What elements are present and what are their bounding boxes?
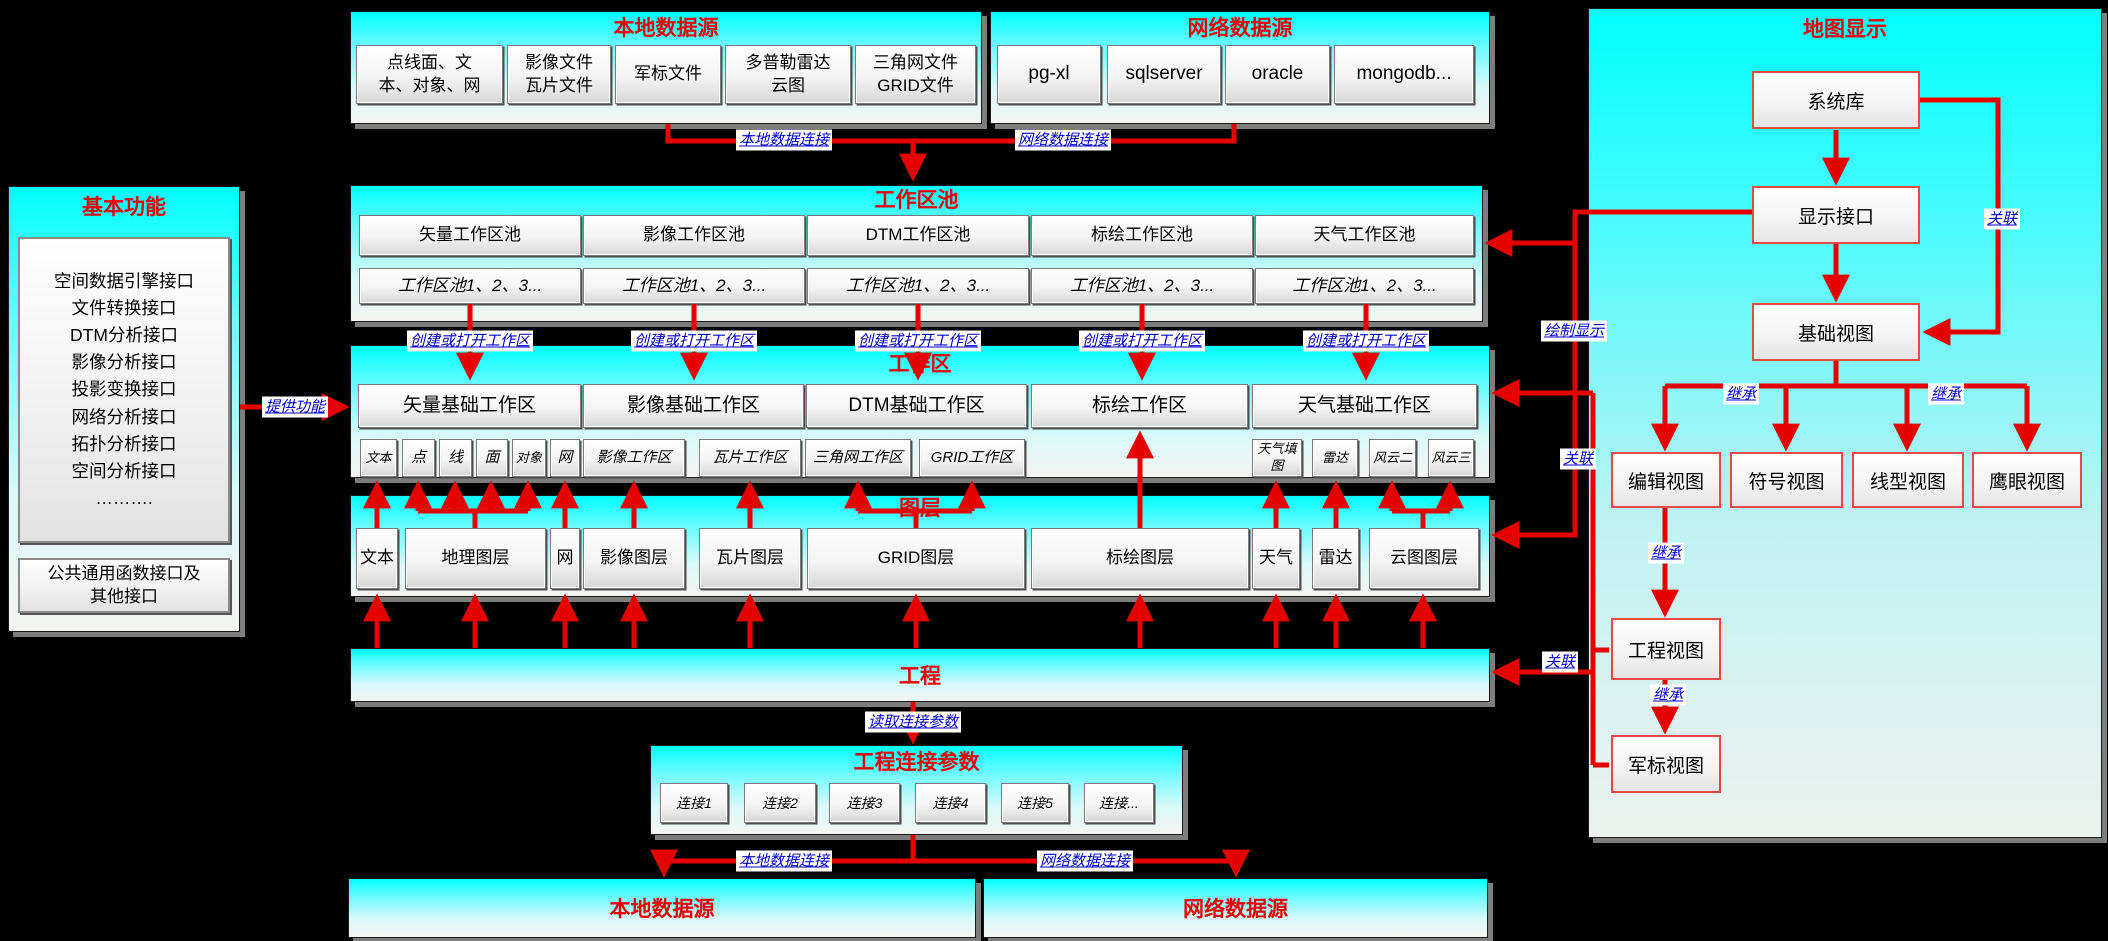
edge-label-association-mid: 关联 — [1559, 448, 1597, 470]
edge-label-network-connection-bottom: 网络数据连接 — [1036, 850, 1134, 872]
workspace-area: 天气基础工作区 — [1252, 384, 1477, 428]
map-node-system-library: 系统库 — [1752, 71, 1920, 129]
edge-label-read-params: 读取连接参数 — [864, 711, 962, 733]
pool-list-item: 工作区池1、2、3... — [583, 268, 805, 304]
local-source-item: 点线面、文 本、对象、网 — [356, 45, 503, 104]
map-node-symbol-view: 符号视图 — [1730, 452, 1843, 508]
workspace-sub-item: 三角网工作区 — [805, 439, 911, 477]
network-source-top-title: 网络数据源 — [1187, 17, 1293, 40]
edge-label-provide-function: 提供功能 — [261, 396, 329, 418]
edge-label-create-open: 创建或打开工作区 — [854, 330, 982, 352]
map-node-project-view: 工程视图 — [1611, 618, 1721, 680]
connection-item: 连接3 — [829, 783, 900, 823]
local-source-top-title: 本地数据源 — [613, 17, 719, 40]
workspace-sub-item: 影像工作区 — [583, 439, 685, 477]
pool-item: 标绘工作区池 — [1031, 215, 1253, 256]
edge-label-association-right: 关联 — [1983, 208, 2021, 230]
pool-item: 影像工作区池 — [583, 215, 805, 256]
connection-item: 连接... — [1084, 783, 1154, 823]
map-node-military-symbol-view: 军标视图 — [1611, 735, 1721, 793]
layer-item: 雷达 — [1312, 528, 1359, 589]
layer-item: GRID图层 — [807, 528, 1025, 589]
pool-list-item: 工作区池1、2、3... — [1255, 268, 1474, 304]
workspace-area: 标绘工作区 — [1031, 384, 1248, 428]
workspace-sub-item: 天气填图 — [1252, 439, 1302, 477]
pool-list-item: 工作区池1、2、3... — [1031, 268, 1253, 304]
panel-project: 工程 — [350, 648, 1490, 702]
workspace-title: 工作区 — [888, 353, 952, 376]
edge-label-create-open: 创建或打开工作区 — [406, 330, 534, 352]
workspace-sub-item: GRID工作区 — [919, 439, 1025, 477]
workspace-sub-item: 网 — [550, 439, 580, 477]
workspace-sub-item: 文本 — [360, 439, 397, 477]
panel-network-data-source-bottom: 网络数据源 — [983, 878, 1488, 938]
edge-label-inherit: 继承 — [1649, 684, 1687, 706]
workspace-area: 矢量基础工作区 — [358, 384, 581, 428]
edge-label-association-project: 关联 — [1541, 651, 1579, 673]
panel-map-display: 地图显示 — [1588, 8, 2102, 838]
edge-label-local-connection-top: 本地数据连接 — [735, 129, 833, 151]
edge-label-create-open: 创建或打开工作区 — [630, 330, 758, 352]
local-source-item: 多普勒雷达 云图 — [725, 45, 851, 104]
layer-item: 云图图层 — [1369, 528, 1479, 589]
pool-item: DTM工作区池 — [807, 215, 1029, 256]
workspace-sub-item: 点 — [402, 439, 435, 477]
layer-item: 文本 — [356, 528, 398, 589]
basic-functions-title: 基本功能 — [82, 196, 166, 219]
pool-item: 矢量工作区池 — [359, 215, 581, 256]
workspace-area: DTM基础工作区 — [806, 384, 1027, 428]
edge-label-inherit: 继承 — [1647, 542, 1685, 564]
layer-item: 天气 — [1252, 528, 1300, 589]
workspace-area: 影像基础工作区 — [583, 384, 804, 428]
network-source-item: pg-xl — [997, 45, 1101, 104]
project-title: 工程 — [899, 665, 941, 688]
connection-item: 连接1 — [660, 783, 728, 823]
layer-item: 瓦片图层 — [699, 528, 801, 589]
workspace-pool-title: 工作区池 — [874, 189, 959, 212]
map-node-base-view: 基础视图 — [1752, 303, 1920, 361]
project-params-title: 工程连接参数 — [853, 751, 980, 774]
workspace-sub-item: 对象 — [512, 439, 546, 477]
edge-label-local-connection-bottom: 本地数据连接 — [735, 850, 833, 872]
pool-list-item: 工作区池1、2、3... — [359, 268, 581, 304]
map-node-linetype-view: 线型视图 — [1852, 452, 1964, 508]
network-source-item: mongodb... — [1334, 45, 1474, 104]
local-source-item: 军标文件 — [615, 45, 721, 104]
local-source-item: 影像文件 瓦片文件 — [507, 45, 611, 104]
layer-item: 标绘图层 — [1031, 528, 1249, 589]
network-source-item: oracle — [1225, 45, 1330, 104]
local-source-item: 三角网文件 GRID文件 — [855, 45, 976, 104]
workspace-sub-item: 风云三 — [1428, 439, 1474, 477]
map-node-eagle-eye-view: 鹰眼视图 — [1972, 452, 2082, 508]
panel-local-data-source-bottom: 本地数据源 — [348, 878, 976, 938]
workspace-sub-item: 线 — [439, 439, 472, 477]
workspace-sub-item: 面 — [476, 439, 508, 477]
map-display-title: 地图显示 — [1803, 18, 1887, 41]
map-node-edit-view: 编辑视图 — [1611, 452, 1721, 508]
layer-item: 网 — [550, 528, 580, 589]
map-node-display-interface: 显示接口 — [1752, 186, 1920, 244]
layer-item: 地理图层 — [405, 528, 546, 589]
network-source-bottom-title: 网络数据源 — [1183, 898, 1288, 921]
edge-label-draw-display: 绘制显示 — [1540, 320, 1608, 342]
edge-label-inherit: 继承 — [1722, 383, 1760, 405]
workspace-sub-item: 瓦片工作区 — [699, 439, 801, 477]
connection-item: 连接4 — [915, 783, 986, 823]
layers-title: 图层 — [899, 497, 941, 520]
connection-item: 连接5 — [1001, 783, 1069, 823]
edge-label-inherit: 继承 — [1927, 383, 1965, 405]
network-source-item: sqlserver — [1107, 45, 1221, 104]
edge-label-network-connection-top: 网络数据连接 — [1014, 129, 1112, 151]
edge-label-create-open: 创建或打开工作区 — [1078, 330, 1206, 352]
workspace-sub-item: 雷达 — [1312, 439, 1358, 477]
layer-item: 影像图层 — [583, 528, 685, 589]
workspace-sub-item: 风云二 — [1369, 439, 1416, 477]
connection-item: 连接2 — [744, 783, 816, 823]
basic-functions-interface-list: 空间数据引擎接口 文件转换接口 DTM分析接口 影像分析接口 投影变换接口 网络… — [18, 237, 230, 543]
pool-list-item: 工作区池1、2、3... — [807, 268, 1029, 304]
local-source-bottom-title: 本地数据源 — [609, 898, 715, 921]
edge-label-create-open: 创建或打开工作区 — [1302, 330, 1430, 352]
basic-functions-other-box: 公共通用函数接口及 其他接口 — [18, 558, 230, 613]
pool-item: 天气工作区池 — [1255, 215, 1474, 256]
